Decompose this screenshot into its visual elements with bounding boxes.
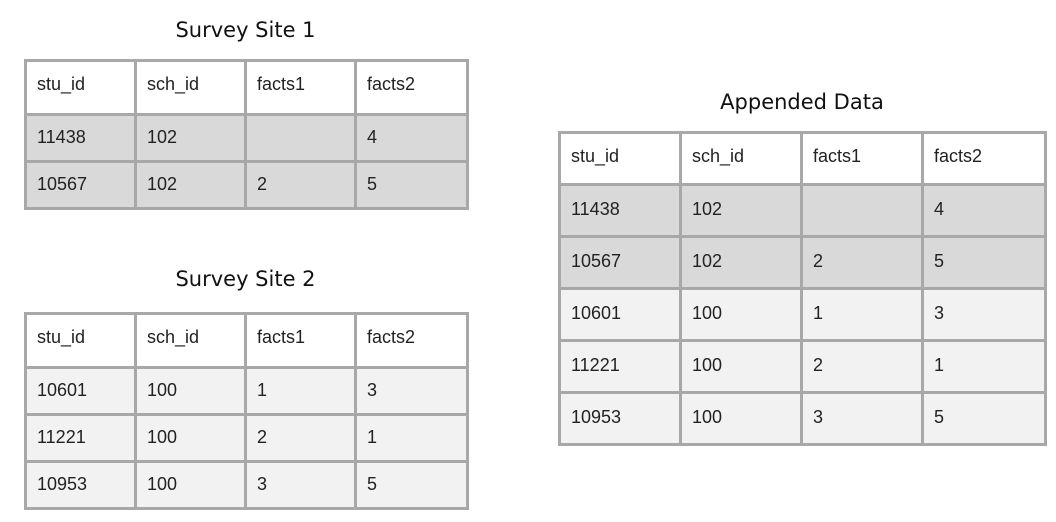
table-row: 10567 102 2 5 [24,160,469,210]
table-cell: 2 [244,160,357,210]
table-cell: 11438 [558,183,682,238]
site1-title: Survey Site 1 [175,18,316,42]
site2-table: stu_id sch_id facts1 facts2 10601 100 1 … [24,312,469,510]
table-cell: 100 [134,366,247,416]
table-header-row: stu_id sch_id facts1 facts2 [24,59,469,116]
table-cell: 100 [679,287,803,342]
table-cell: 10601 [24,366,137,416]
table-cell: 10567 [24,160,137,210]
table-cell: 10953 [558,391,682,446]
appended-title: Appended Data [720,90,884,114]
table-cell: 3 [921,287,1047,342]
table-cell: 4 [921,183,1047,238]
table-cell: 5 [921,391,1047,446]
table-row: 11221 100 2 1 [558,339,1047,394]
table-cell: 3 [354,366,469,416]
table-cell [244,113,357,163]
column-header: sch_id [679,131,803,186]
table-cell: 5 [921,235,1047,290]
table-cell: 102 [679,183,803,238]
table-cell: 102 [134,160,247,210]
column-header: stu_id [24,59,137,116]
table-cell: 2 [800,339,924,394]
table-cell: 5 [354,160,469,210]
table-header-row: stu_id sch_id facts1 facts2 [24,312,469,369]
table-row: 11438 102 4 [558,183,1047,238]
table-cell: 1 [244,366,357,416]
table-row: 10953 100 3 5 [558,391,1047,446]
table-cell: 102 [679,235,803,290]
table-header-row: stu_id sch_id facts1 facts2 [558,131,1047,186]
table-cell: 10601 [558,287,682,342]
table-cell: 11438 [24,113,137,163]
column-header: facts2 [354,59,469,116]
table-cell [800,183,924,238]
column-header: stu_id [24,312,137,369]
table-cell: 11221 [24,413,137,463]
table-row: 11221 100 2 1 [24,413,469,463]
column-header: facts1 [800,131,924,186]
column-header: facts2 [921,131,1047,186]
table-cell: 5 [354,460,469,510]
column-header: stu_id [558,131,682,186]
table-row: 10601 100 1 3 [558,287,1047,342]
column-header: facts2 [354,312,469,369]
table-cell: 1 [800,287,924,342]
table-cell: 10567 [558,235,682,290]
column-header: sch_id [134,59,247,116]
table-cell: 2 [244,413,357,463]
table-cell: 4 [354,113,469,163]
table-cell: 11221 [558,339,682,394]
table-cell: 1 [354,413,469,463]
appended-table: stu_id sch_id facts1 facts2 11438 102 4 … [558,131,1047,446]
table-cell: 3 [800,391,924,446]
table-cell: 102 [134,113,247,163]
table-cell: 10953 [24,460,137,510]
table-cell: 100 [679,339,803,394]
column-header: facts1 [244,312,357,369]
table-row: 10601 100 1 3 [24,366,469,416]
table-cell: 100 [134,413,247,463]
column-header: sch_id [134,312,247,369]
table-row: 10567 102 2 5 [558,235,1047,290]
table-cell: 3 [244,460,357,510]
table-cell: 1 [921,339,1047,394]
site1-table: stu_id sch_id facts1 facts2 11438 102 4 … [24,59,469,210]
table-row: 10953 100 3 5 [24,460,469,510]
table-cell: 2 [800,235,924,290]
table-row: 11438 102 4 [24,113,469,163]
table-cell: 100 [134,460,247,510]
column-header: facts1 [244,59,357,116]
site2-title: Survey Site 2 [175,267,316,291]
table-cell: 100 [679,391,803,446]
